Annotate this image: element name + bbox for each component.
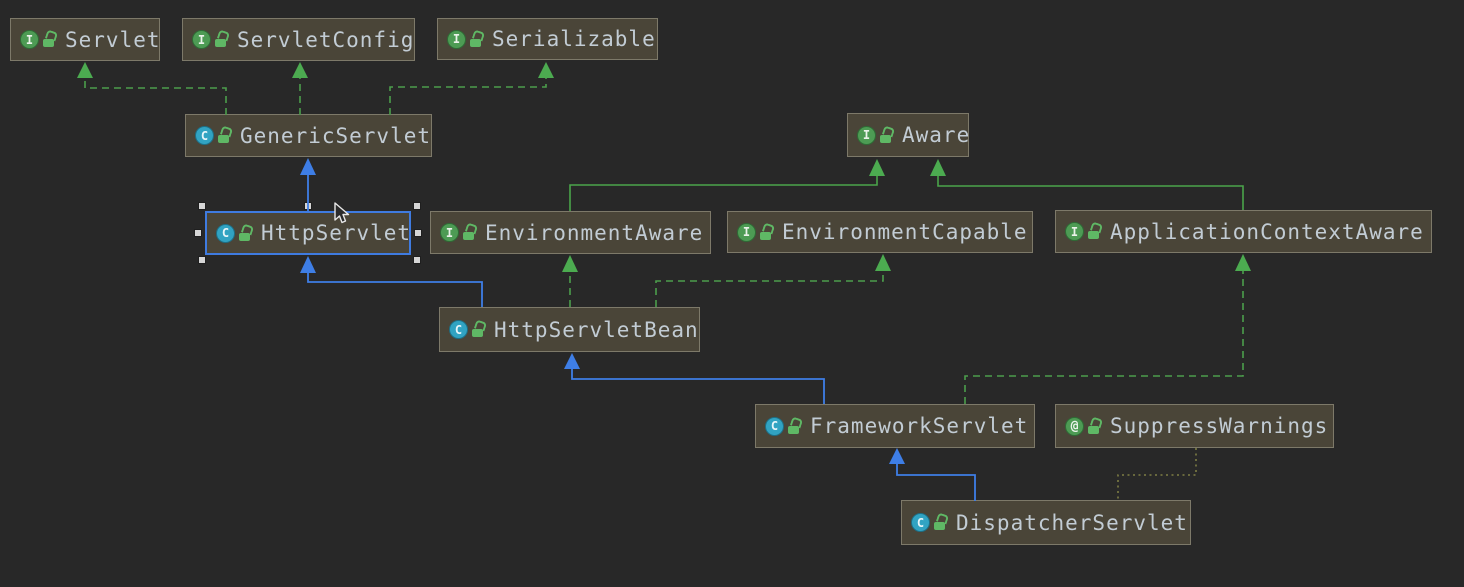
class-name: HttpServletBean — [494, 317, 699, 342]
lock-icon — [934, 514, 947, 531]
class-name: DispatcherServlet — [956, 510, 1188, 535]
interface-icon: I — [447, 29, 466, 49]
lock-icon — [472, 321, 485, 338]
lock-icon — [880, 127, 893, 144]
class-icon: C — [216, 223, 235, 243]
class-name: GenericServlet — [240, 123, 432, 148]
selection-handle-bottom-left[interactable] — [199, 257, 205, 263]
interface-icon: I — [192, 30, 211, 49]
lock-icon — [1088, 418, 1101, 435]
class-name: Serializable — [492, 27, 656, 51]
class-node-environmentaware[interactable]: I EnvironmentAware — [430, 211, 711, 254]
class-node-serializable[interactable]: I Serializable — [437, 18, 658, 60]
lock-icon — [239, 225, 252, 242]
edge-environmentaware-extends-aware — [569, 159, 885, 211]
edge-httpservletbean-implements-environmentcapable — [655, 254, 891, 307]
lock-icon — [218, 127, 231, 144]
annotation-icon: @ — [1065, 416, 1084, 436]
class-name: ServletConfig — [237, 27, 415, 52]
class-node-servletconfig[interactable]: I ServletConfig — [182, 18, 415, 61]
edge-frameworkservlet-extends-httpservletbean — [564, 353, 825, 404]
class-icon: C — [765, 416, 784, 436]
edge-applicationcontextaware-extends-aware — [930, 159, 1244, 210]
class-node-suppresswarnings[interactable]: @ SuppressWarnings — [1055, 404, 1334, 448]
lock-icon — [43, 31, 56, 48]
edge-dispatcherservlet-extends-frameworkservlet — [889, 448, 976, 501]
class-node-aware[interactable]: I Aware — [847, 113, 969, 157]
class-icon: C — [195, 126, 214, 145]
lock-icon — [1088, 223, 1101, 240]
edge-dispatcherservlet-annotated-suppresswarnings — [1117, 448, 1197, 500]
class-name: EnvironmentCapable — [782, 220, 1028, 244]
class-node-dispatcherservlet[interactable]: C DispatcherServlet — [901, 500, 1191, 545]
lock-icon — [788, 418, 801, 435]
class-node-servlet[interactable]: I Servlet — [10, 18, 160, 61]
lock-icon — [215, 31, 228, 48]
class-name: SuppressWarnings — [1110, 414, 1329, 438]
selection-handle-top-mid[interactable] — [305, 203, 311, 209]
interface-icon: I — [857, 125, 876, 145]
edge-httpservletbean-implements-environmentaware — [562, 255, 578, 307]
interface-icon: I — [440, 223, 459, 242]
lock-icon — [470, 31, 483, 48]
selection-handle-bottom-right[interactable] — [414, 257, 420, 263]
lock-icon — [463, 224, 476, 241]
edge-frameworkservlet-implements-applicationcontextaware — [964, 254, 1251, 404]
edge-genericservlet-implements-servletconfig — [292, 62, 308, 115]
class-name: ApplicationContextAware — [1110, 219, 1424, 244]
interface-icon: I — [20, 30, 39, 49]
class-node-applicationcontextaware[interactable]: I ApplicationContextAware — [1055, 210, 1432, 253]
class-node-httpservletbean[interactable]: C HttpServletBean — [439, 307, 700, 352]
edge-genericservlet-implements-servlet — [77, 62, 227, 115]
class-node-environmentcapable[interactable]: I EnvironmentCapable — [727, 211, 1033, 253]
selection-handle-mid-left[interactable] — [195, 230, 201, 236]
class-icon: C — [911, 513, 930, 532]
class-icon: C — [449, 320, 468, 339]
interface-icon: I — [737, 222, 756, 242]
selection-handle-top-right[interactable] — [414, 203, 420, 209]
edge-httpservletbean-extends-httpservlet — [300, 256, 483, 307]
class-node-httpservlet[interactable]: C HttpServlet — [205, 211, 411, 255]
edge-genericservlet-implements-serializable — [389, 62, 554, 115]
class-name: EnvironmentAware — [485, 220, 704, 245]
selection-handle-mid-right[interactable] — [415, 230, 421, 236]
class-name: FrameworkServlet — [810, 414, 1029, 438]
class-node-frameworkservlet[interactable]: C FrameworkServlet — [755, 404, 1035, 448]
selection-handle-top-left[interactable] — [199, 203, 205, 209]
class-name: Servlet — [65, 27, 161, 52]
interface-icon: I — [1065, 222, 1084, 241]
class-name: HttpServlet — [261, 221, 412, 245]
lock-icon — [760, 224, 773, 241]
class-name: Aware — [902, 123, 971, 147]
class-node-genericservlet[interactable]: C GenericServlet — [185, 114, 432, 157]
